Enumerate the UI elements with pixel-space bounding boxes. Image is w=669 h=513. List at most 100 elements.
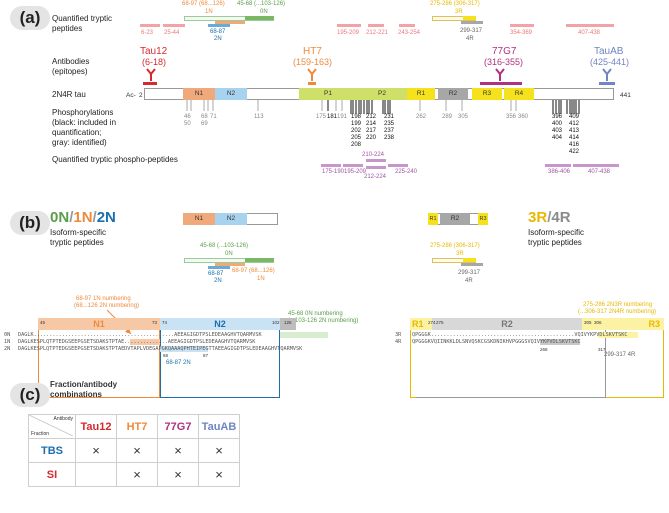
iso-sep-2: / [92, 209, 97, 226]
peptide-bar-6-23 [140, 24, 160, 27]
seq-num-306: 306 [594, 320, 602, 325]
seq-header-n2: N2 [160, 318, 280, 330]
antibody-ht7-name: HT7 [303, 46, 322, 57]
phos-site-262: 262 [416, 114, 427, 120]
isoform-subtitle-right: Isoform-specific tryptic peptides [528, 228, 584, 248]
seq-line-0n: DAGLK...................................… [18, 332, 262, 338]
peptide-bar-1n [215, 21, 245, 24]
phospep-bar-407-438 [573, 164, 619, 167]
antibody-tau12-name: Tau12 [140, 46, 168, 57]
phos-site-68-69: 68 69 [201, 114, 208, 127]
cell-si-tauab: × [198, 462, 240, 487]
panel-c-title-1: Fraction/antibody [50, 380, 118, 389]
domain-r3: R3 [472, 88, 502, 100]
domain-n1: N1 [183, 88, 215, 100]
peptide-1n-top: 68-97 (68...126) [182, 1, 225, 7]
b-pep-1n-bar [215, 263, 245, 266]
tau-start-label: 2 [139, 92, 143, 99]
ann-r3-line2: (...306-317 2N4R numbering) [578, 309, 657, 315]
seq-highlight-3r [598, 332, 638, 338]
antibody-tauab-epitope: (425-441) [590, 57, 630, 67]
antibody-ht7-epitope: (159-163) [293, 57, 333, 67]
isoform-subtitle-left-1: Isoform-specific [50, 228, 107, 237]
seq-num-268: 268 [540, 347, 548, 352]
antibody-tau12-icon [146, 68, 156, 81]
phospep-bar-225-240 [388, 164, 408, 167]
phos-label-line1: Phosphorylations [52, 108, 114, 117]
cell-tbs-tauab: × [198, 438, 240, 463]
seq-num-126: 126 [284, 320, 292, 325]
ann-r3-line1: 275-286 2N3R numbering [583, 302, 653, 308]
quantified-peptides-label-line2: peptides [52, 24, 83, 33]
phospep-label-210-224: 210-224 [362, 152, 385, 158]
peptide-1n-bot: 1N [205, 9, 213, 15]
phospep-label-407-438: 407-438 [588, 169, 611, 175]
quantified-peptides-label: Quantified tryptic peptides [52, 14, 112, 34]
peptide-bar-195-209 [337, 24, 361, 27]
seq-highlight-2n [160, 346, 208, 352]
phos-site-181: 181 [327, 114, 338, 120]
seq-line-2n: DAGLKESPLQTPTEDGSEEPGSETSDAKSTPTAEDVTAPL… [18, 346, 303, 352]
panel-c-title-2: combinations [50, 390, 103, 399]
seq-name-2n: 2N [4, 346, 11, 352]
panel-b-label: (b) [10, 211, 50, 235]
phos-site-191: 191 [337, 114, 348, 120]
peptide-3r-top: 275-286 (306-317) [430, 1, 480, 7]
phos-site-409-422: 409 412 413 414 416 422 [569, 114, 580, 155]
ann-r4: 299-317 4R [604, 352, 636, 358]
panel-c-label: (c) [10, 383, 50, 407]
seq-highlight-0n [280, 332, 328, 338]
phosphorylations-label: Phosphorylations (black: included in qua… [52, 108, 116, 148]
phos-site-396-404: 396 400 403 404 [552, 114, 563, 141]
b-domain-r2: R2 [440, 213, 470, 225]
phos-site-231-238: 231 235 237 238 [384, 114, 395, 141]
domain-p1: P1 [299, 88, 357, 100]
peptide-bar-354-369 [510, 24, 534, 27]
peptide-0n-top: 45-68 (...103-126) [237, 1, 286, 7]
peptide-bar-212-221 [368, 24, 384, 27]
phospep-label-386-406: 386-406 [548, 169, 571, 175]
peptide-label-212-221: 212-221 [366, 30, 389, 36]
seq-num-274: 274 [428, 320, 436, 325]
peptide-label-354-369: 354-369 [510, 30, 533, 36]
b-domain-n1: N1 [183, 213, 215, 225]
ann-2n: 68-87 2N [166, 360, 191, 366]
seq-num-317: 317 [598, 347, 606, 352]
phospep-bar-195-209 [343, 164, 363, 167]
b-pep-0n-bot: 0N [225, 251, 233, 257]
antibody-77g7-icon [495, 68, 505, 81]
seq-num-275: 275 [436, 320, 444, 325]
seq-num-305: 305 [584, 320, 592, 325]
peptide-4r-top: 299-317 [460, 28, 483, 34]
corner-fraction: Fraction [31, 431, 50, 437]
phospep-label-225-240: 225-240 [395, 169, 418, 175]
b-pep-2n-top: 68-87 [208, 271, 224, 277]
seq-header-n1: N1 [38, 318, 160, 330]
phos-site-356: 356 [506, 114, 517, 120]
domain-r2: R2 [438, 88, 468, 100]
iso-0n: 0N [50, 209, 70, 226]
phos-site-46-50: 46 50 [184, 114, 191, 127]
b-pep-4r-bot: 4R [465, 278, 473, 284]
b-pep-4r-top: 299-317 [458, 270, 481, 276]
antibody-tau12-epitope: (6-18) [142, 57, 167, 67]
isoform-subtitle-left: Isoform-specific tryptic peptides [50, 228, 106, 248]
antibodies-label-line1: Antibodies [52, 57, 90, 66]
col-ht7: HT7 [116, 414, 158, 439]
peptide-bar-3r-fill [463, 16, 476, 20]
seq-box-n2 [160, 318, 280, 398]
isoform-subtitle-left-2: tryptic peptides [50, 238, 104, 247]
domain-r1: R1 [407, 88, 435, 100]
seq-name-1n: 1N [4, 339, 11, 345]
antibodies-label-line2: (epitopes) [52, 67, 88, 76]
iso-sep-1: / [69, 209, 74, 226]
phos-site-113: 113 [254, 114, 264, 120]
iso-4r: 4R [551, 209, 571, 226]
row-si: SI [28, 462, 76, 487]
isoform-subtitle-right-1: Isoform-specific [528, 228, 585, 237]
seq-header-tail [280, 318, 296, 330]
phos-site-212-220: 212 214 217 220 [366, 114, 377, 141]
b-pep-3r-top: 275-286 (306-317) [430, 243, 480, 249]
table-row: SI × × × [28, 462, 240, 487]
cell-tbs-tau12: × [75, 438, 117, 463]
